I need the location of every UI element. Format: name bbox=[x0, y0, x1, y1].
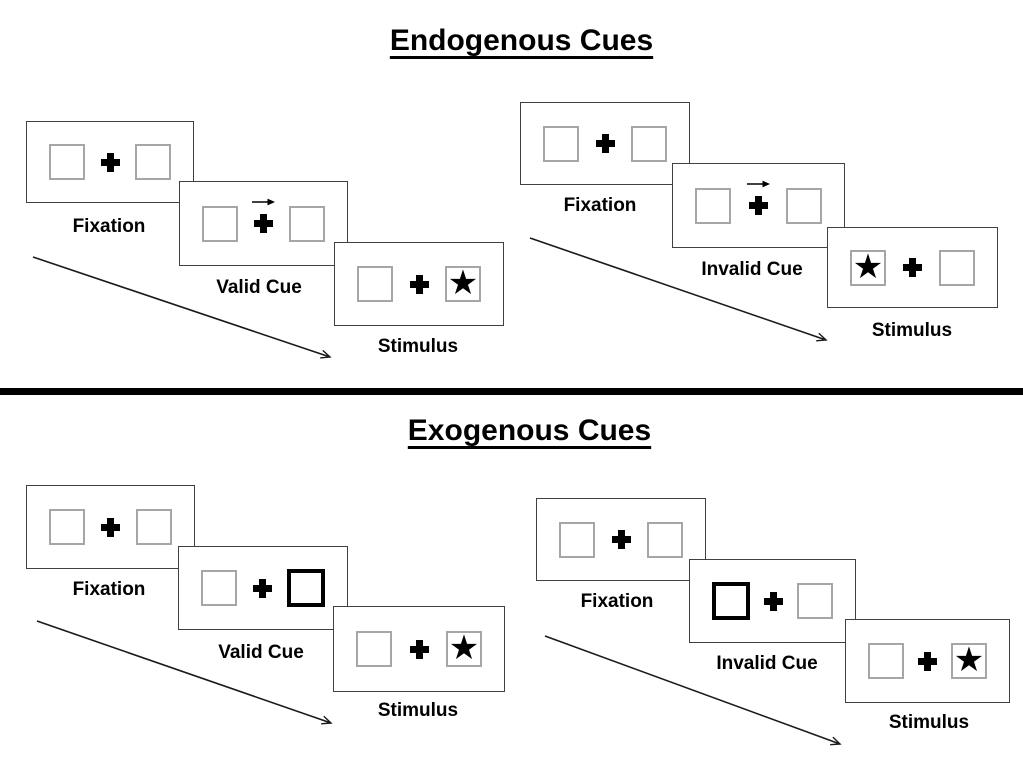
right-placeholder-box bbox=[647, 521, 683, 558]
endo-valid-fixation-frame bbox=[26, 121, 194, 203]
left-target-box: ★ bbox=[850, 247, 886, 286]
left-placeholder-box bbox=[559, 521, 595, 558]
left-placeholder-box bbox=[356, 631, 392, 667]
fixation-cross-icon bbox=[254, 214, 273, 233]
right-placeholder-box bbox=[136, 509, 172, 545]
endogenous-section-title: Endogenous Cues bbox=[389, 24, 654, 57]
left-placeholder-box bbox=[357, 266, 393, 302]
right-placeholder-box bbox=[135, 144, 171, 180]
frame-label: Valid Cue bbox=[218, 642, 304, 663]
fixation-cross-icon bbox=[611, 530, 631, 549]
fixation-cross-icon bbox=[595, 134, 615, 153]
right-placeholder-box bbox=[797, 583, 833, 619]
frame-label: Stimulus bbox=[377, 700, 459, 721]
exo-valid-stimulus-frame: ★ bbox=[333, 606, 505, 692]
right-arrow-cue-icon bbox=[251, 198, 275, 206]
left-placeholder-box bbox=[868, 643, 904, 679]
right-placeholder-box bbox=[631, 125, 667, 162]
fixation-cross-icon bbox=[749, 196, 768, 215]
frame-label: Stimulus bbox=[377, 336, 459, 357]
endo-invalid-time-arrow bbox=[529, 237, 828, 342]
right-target-box: ★ bbox=[446, 631, 482, 667]
frame-label: Fixation bbox=[72, 579, 146, 600]
endo-invalid-stimulus-frame: ★ bbox=[827, 227, 998, 308]
fixation-cross-icon bbox=[918, 651, 937, 671]
endo-valid-stimulus-frame: ★ bbox=[334, 242, 504, 326]
endo-valid-time-arrow bbox=[32, 256, 332, 359]
frame-label: Fixation bbox=[563, 195, 637, 216]
left-cue-highlight-box bbox=[712, 582, 750, 620]
right-target-box: ★ bbox=[951, 643, 987, 679]
exogenous-section-title: Exogenous Cues bbox=[407, 414, 652, 447]
frame-label: Valid Cue bbox=[216, 277, 302, 298]
frame-label: Invalid Cue bbox=[716, 653, 818, 674]
frame-label: Fixation bbox=[580, 591, 654, 612]
star-stimulus-icon: ★ bbox=[447, 264, 479, 302]
central-cue bbox=[251, 198, 275, 233]
left-placeholder-box bbox=[695, 187, 731, 224]
right-placeholder-box bbox=[786, 187, 822, 224]
exo-valid-cue-frame bbox=[178, 546, 348, 630]
star-stimulus-icon: ★ bbox=[448, 629, 480, 667]
frame-label: Invalid Cue bbox=[701, 259, 803, 280]
exo-invalid-cue-frame bbox=[689, 559, 856, 643]
endo-valid-cue-frame bbox=[179, 181, 348, 266]
fixation-cross-icon bbox=[764, 591, 783, 611]
left-placeholder-box bbox=[49, 509, 85, 545]
right-arrow-cue-icon bbox=[746, 180, 770, 188]
left-placeholder-box bbox=[202, 205, 238, 242]
section-divider bbox=[0, 388, 1023, 395]
fixation-cross-icon bbox=[100, 152, 120, 172]
fixation-cross-icon bbox=[409, 639, 429, 659]
left-placeholder-box bbox=[543, 125, 579, 162]
frame-label: Fixation bbox=[72, 216, 146, 237]
exo-valid-fixation-frame bbox=[26, 485, 195, 569]
exo-valid-time-arrow bbox=[36, 620, 333, 725]
central-cue bbox=[746, 180, 770, 215]
fixation-cross-icon bbox=[252, 578, 272, 598]
fixation-cross-icon bbox=[409, 274, 429, 294]
left-placeholder-box bbox=[49, 144, 85, 180]
star-stimulus-icon: ★ bbox=[852, 247, 884, 286]
fixation-cross-icon bbox=[101, 517, 120, 537]
frame-label: Stimulus bbox=[871, 320, 953, 341]
fixation-cross-icon bbox=[903, 258, 922, 277]
star-stimulus-icon: ★ bbox=[953, 641, 985, 679]
right-placeholder-box bbox=[289, 205, 325, 242]
exo-invalid-fixation-frame bbox=[536, 498, 706, 581]
left-placeholder-box bbox=[201, 570, 237, 606]
right-placeholder-box bbox=[939, 249, 975, 286]
endo-invalid-fixation-frame bbox=[520, 102, 690, 185]
right-target-box: ★ bbox=[445, 266, 481, 302]
frame-label: Stimulus bbox=[888, 712, 970, 733]
right-cue-highlight-box bbox=[287, 569, 325, 607]
endo-invalid-cue-frame bbox=[672, 163, 845, 248]
exo-invalid-stimulus-frame: ★ bbox=[845, 619, 1010, 703]
